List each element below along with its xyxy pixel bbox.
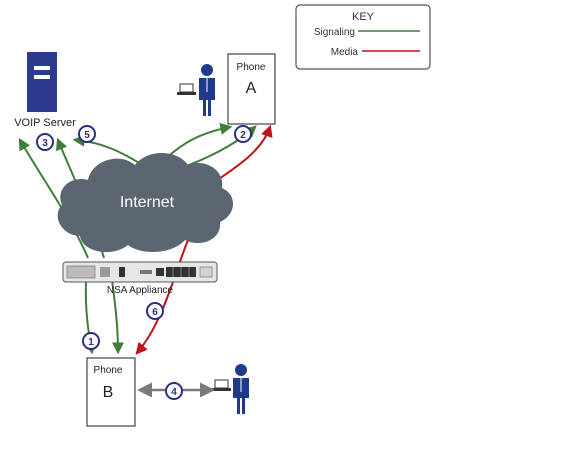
step-badge-5: 5 [78, 125, 96, 143]
appliance-icon [62, 261, 218, 283]
person-icon [199, 64, 215, 116]
svg-text:2: 2 [240, 130, 246, 141]
arrow-media-phone-b [135, 234, 191, 355]
laptop-icon-b [212, 379, 231, 391]
svg-text:4: 4 [171, 387, 177, 398]
voip-server-label: VOIP Server [14, 117, 76, 129]
arrow-signal-server-left [18, 137, 89, 259]
phone-b-letter: B [103, 384, 114, 401]
svg-text:3: 3 [42, 138, 48, 149]
key-title: KEY [352, 11, 375, 23]
phone-b-title: Phone [94, 365, 123, 376]
cloud-icon [57, 152, 234, 253]
step-badge-2: 2 [234, 125, 252, 143]
step-badge-4: 4 [165, 382, 183, 400]
svg-text:6: 6 [152, 307, 158, 318]
key-legend: KEY Signaling Media [295, 4, 431, 70]
appliance-label: NSA Appliance [107, 285, 174, 296]
key-media-label: Media [331, 47, 359, 58]
phone-a-letter: A [246, 80, 257, 97]
phone-a: Phone A [227, 53, 276, 125]
key-signaling-label: Signaling [314, 27, 355, 38]
step-badge-6: 6 [146, 302, 164, 320]
svg-text:5: 5 [84, 130, 90, 141]
laptop-icon [177, 83, 196, 95]
server-icon [27, 52, 57, 112]
svg-text:1: 1 [88, 337, 94, 348]
step-badge-1: 1 [82, 332, 100, 350]
phone-b: Phone B [86, 357, 136, 427]
internet-label: Internet [120, 194, 175, 211]
step-badge-3: 3 [36, 133, 54, 151]
phone-a-title: Phone [237, 62, 266, 73]
person-icon-b [233, 364, 249, 414]
arrow-signal-phone-b-2 [111, 279, 124, 355]
